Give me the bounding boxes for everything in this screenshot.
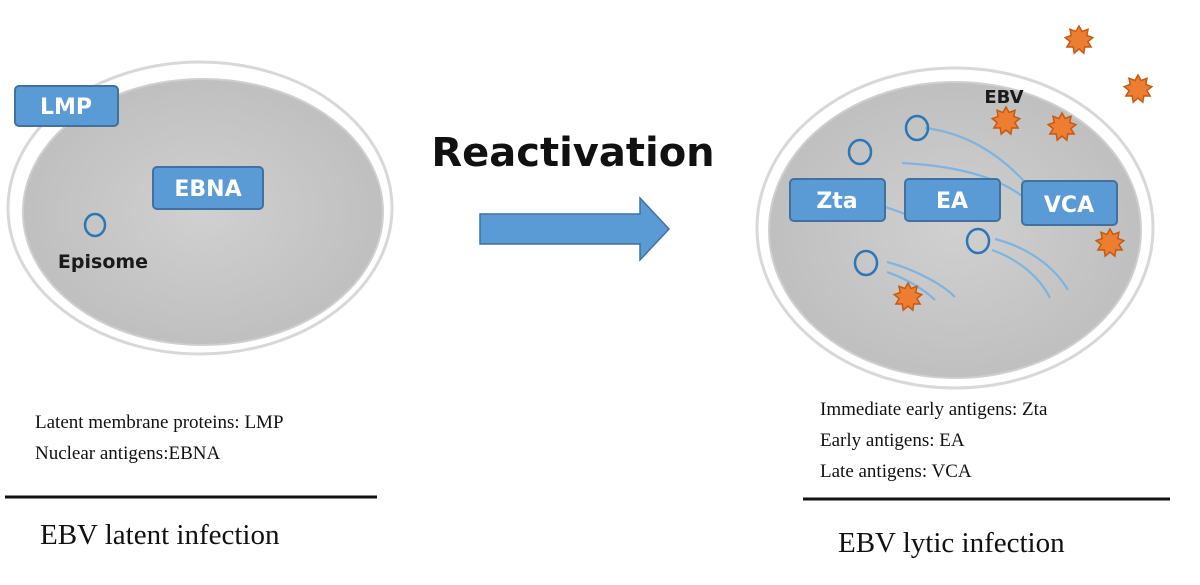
virion-group <box>892 24 1154 312</box>
ebv-label: EBV <box>984 87 1023 108</box>
episome-circle-icon <box>847 138 873 166</box>
ea-label: EA <box>936 189 968 214</box>
virion-icon <box>1122 73 1154 104</box>
lmp-box: LMP <box>14 85 119 127</box>
lytic-legend-line-1: Immediate early antigens: Zta <box>820 399 1048 420</box>
vca-label: VCA <box>1044 193 1094 218</box>
vca-box: VCA <box>1021 180 1118 226</box>
virion-icon <box>990 105 1022 136</box>
ebna-box: EBNA <box>152 166 264 210</box>
latent-cell-nucleus <box>22 78 384 346</box>
transcript-lines <box>867 126 1069 301</box>
lytic-cell-nucleus <box>768 81 1142 379</box>
reactivation-label: Reactivation <box>431 130 714 176</box>
lmp-label: LMP <box>40 95 92 120</box>
virion-icon <box>892 281 924 312</box>
episome-circle-icon <box>904 114 930 142</box>
ea-box: EA <box>904 178 1001 222</box>
episome-circle-icon <box>853 249 879 277</box>
episome-circle-icon <box>965 227 991 255</box>
episome-circle-icon <box>83 212 107 238</box>
latent-cell: LMP EBNA Episome <box>6 60 394 356</box>
latent-legend-line-2: Nuclear antigens:EBNA <box>35 443 220 464</box>
reactivation-arrow-icon <box>479 196 671 262</box>
virion-icon <box>1094 227 1126 258</box>
lytic-legend-line-2: Early antigens: EA <box>820 430 965 451</box>
lytic-legend: Immediate early antigens: Zta Early anti… <box>820 399 1048 482</box>
lytic-cell: Zta EA VCA EBV <box>755 66 1155 390</box>
zta-label: Zta <box>816 189 857 214</box>
lytic-caption: EBV lytic infection <box>838 527 1065 559</box>
zta-box: Zta <box>789 178 886 222</box>
latent-caption: EBV latent infection <box>40 519 280 551</box>
episome-label: Episome <box>58 251 148 273</box>
ebna-label: EBNA <box>174 177 241 202</box>
virion-icon <box>1046 111 1078 142</box>
latent-legend-line-1: Latent membrane proteins: LMP <box>35 412 284 433</box>
latent-legend: Latent membrane proteins: LMP Nuclear an… <box>35 412 284 464</box>
virion-icon <box>1063 24 1095 55</box>
lytic-legend-line-3: Late antigens: VCA <box>820 461 972 482</box>
